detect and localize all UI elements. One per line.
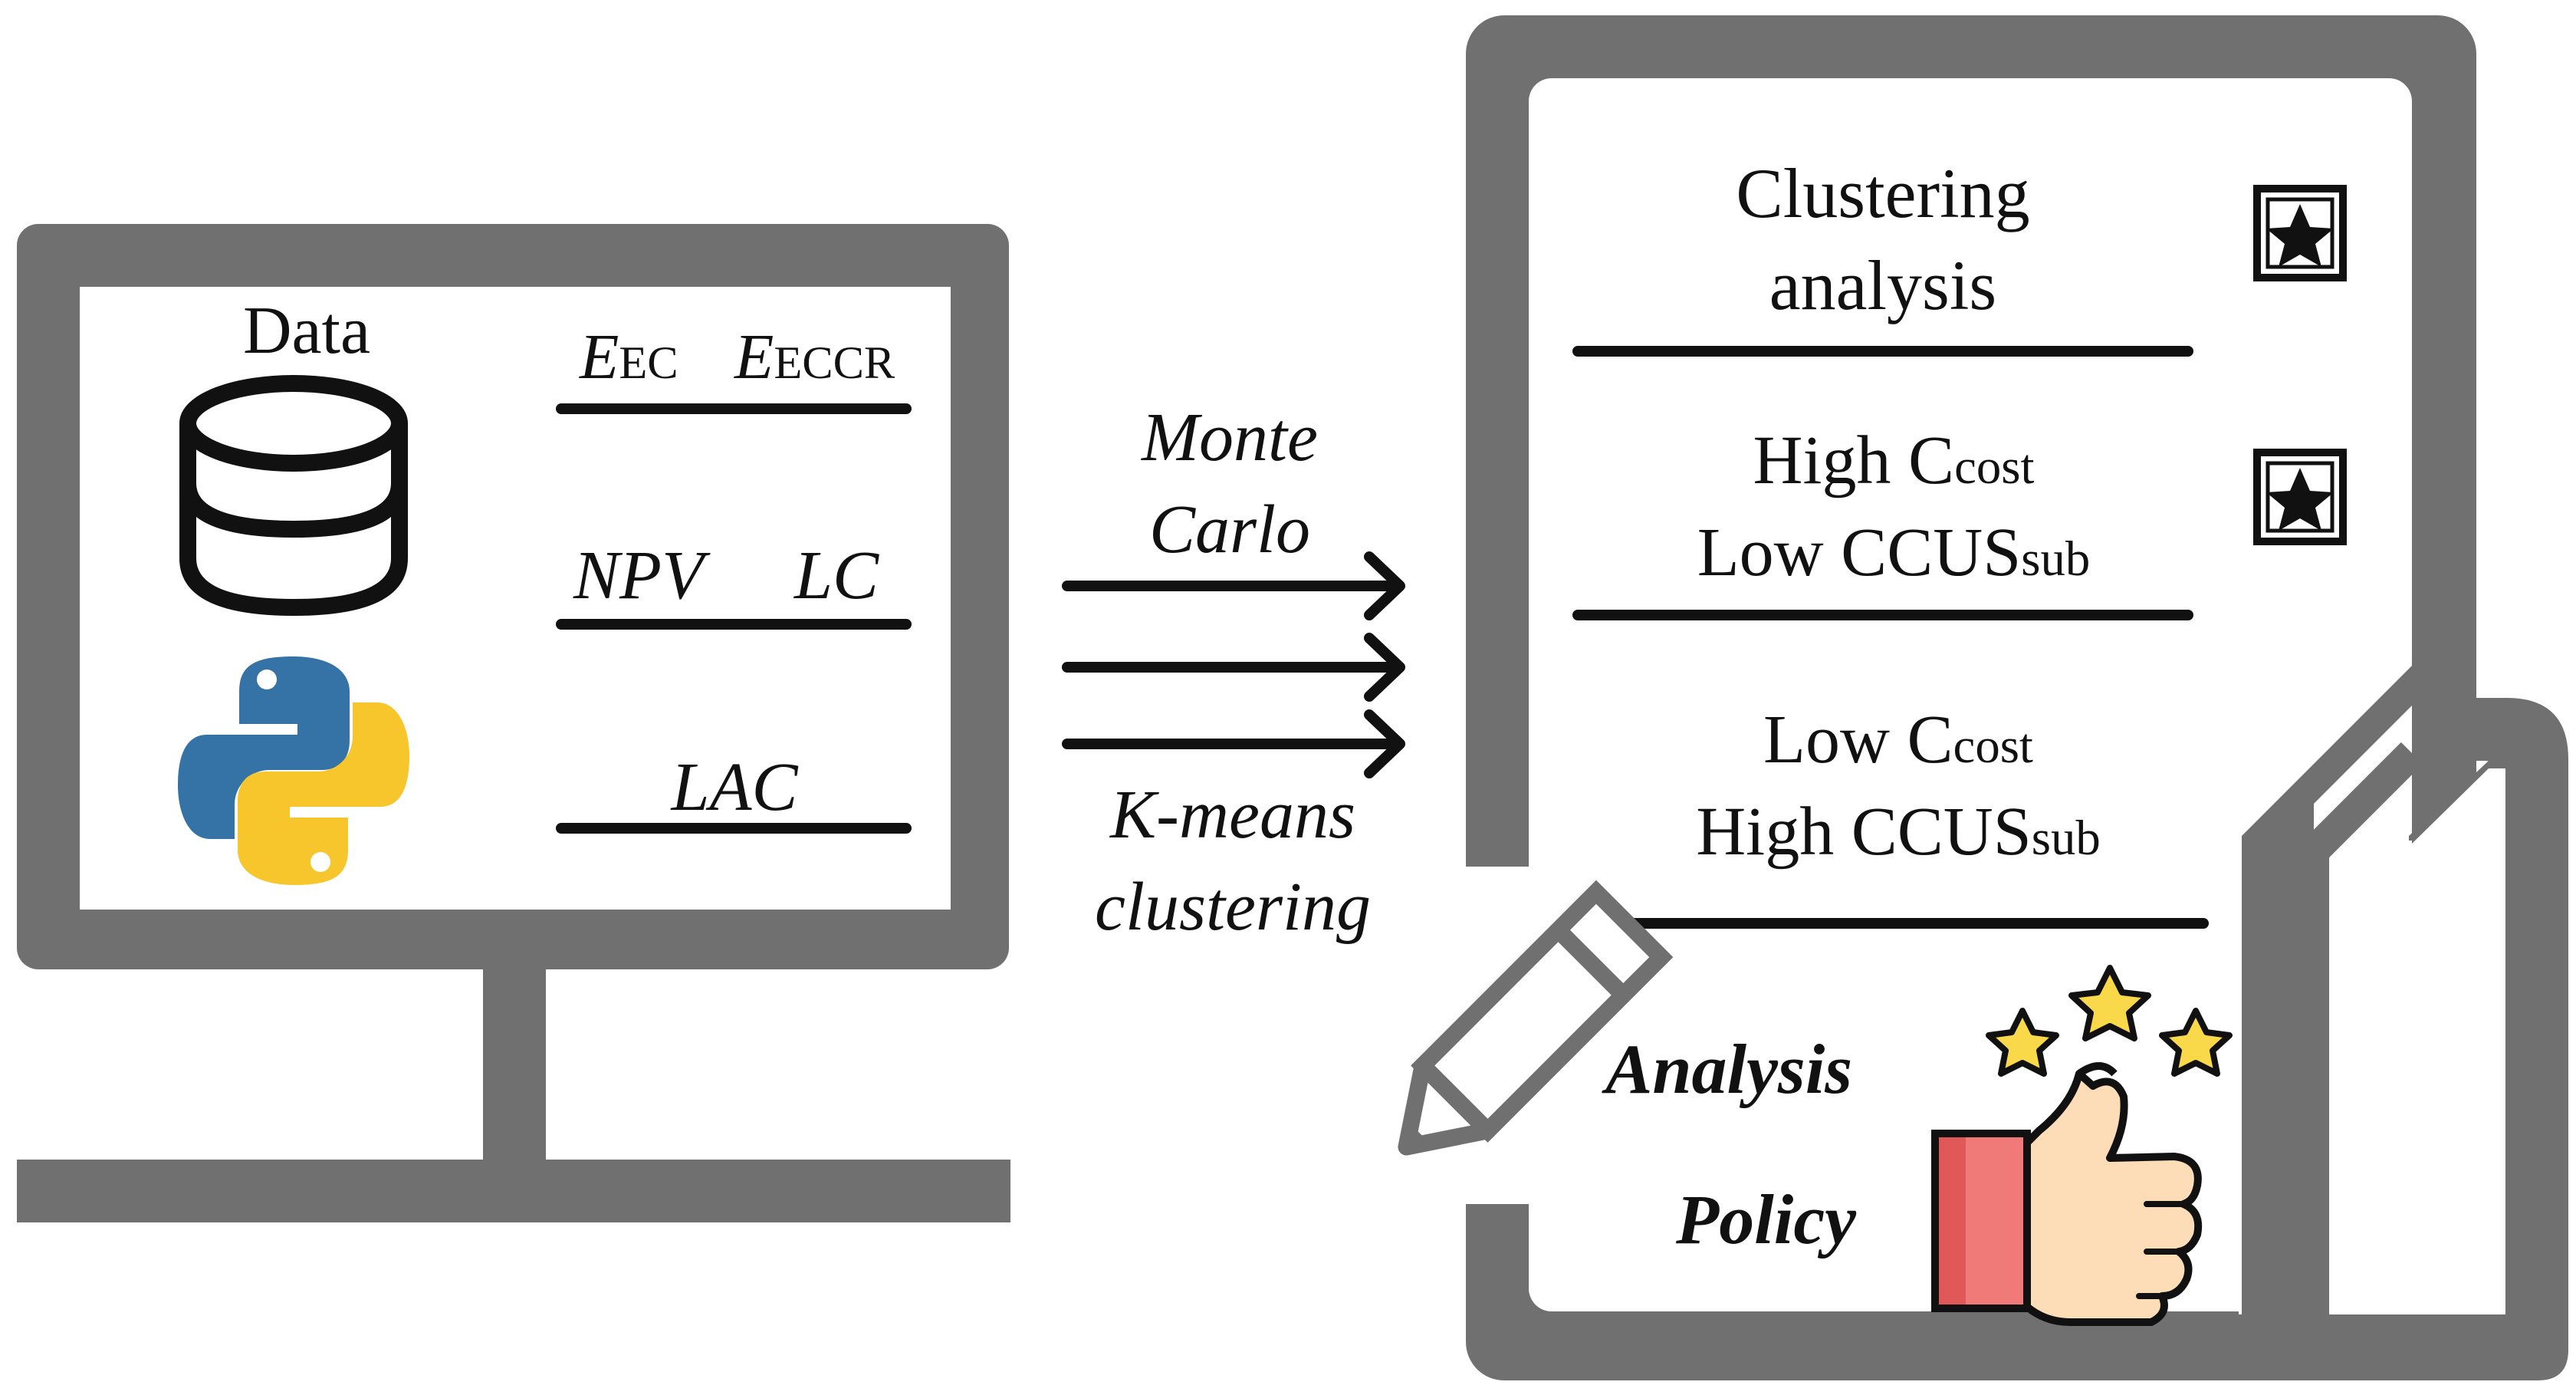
star-box-icon [2253,449,2347,545]
section-high-ccussub: High CCUSsub [1696,798,2101,867]
section-low-ccussub-main: Low CCUS [1697,515,2022,591]
monitor-stand [17,1160,1010,1222]
database-icon [179,375,408,616]
section-clustering-line2: analysis [1769,246,1997,324]
section-high-ccost-sub: cost [1954,439,2035,495]
section-low-ccussub: Low CCUSsub [1697,518,2091,587]
metric-lc: LC [794,538,879,614]
metric-eec-main: E [580,321,619,393]
section-clustering-line1: Clustering [1736,154,2030,232]
section-high-ccost: High Ccost [1753,426,2035,495]
rating-star-icon [1986,965,2233,1077]
metric-eec-sub: EC [619,337,678,389]
pencil-icon [1398,880,1674,1156]
metric-eeccr: EECCR [734,325,895,390]
arrow-2 [1062,633,1405,702]
method-clustering: clustering [1095,869,1371,945]
label-analysis: Analysis [1605,1030,1853,1108]
metric-lac: LAC [671,749,798,825]
data-title: Data [242,294,371,368]
metric-eec: EEC [580,325,678,390]
section-high-ccussub-sub: sub [2031,811,2101,866]
section-high-ccussub-main: High CCUS [1696,794,2032,870]
section-low-ccost-sub: cost [1953,719,2033,774]
metric-eeccr-main: E [734,321,774,393]
arrow-3 [1062,709,1405,778]
section-low-ccost: Low Ccost [1763,706,2033,775]
arrows [1062,551,1405,778]
arrow-1 [1062,551,1405,620]
section-low-ccussub-sub: sub [2021,531,2091,587]
monitor-neck [483,969,546,1160]
section-high-ccost-main: High C [1753,423,1955,498]
section-low-ccost-main: Low C [1763,702,1953,778]
method-monte: Monte [1142,400,1318,475]
thumbs-up-icon [1931,1062,2203,1326]
label-policy: Policy [1676,1180,1856,1258]
method-carlo: Carlo [1148,492,1311,568]
star-box-icon [2253,185,2347,281]
python-icon [178,656,409,885]
method-kmeans: K-means [1110,777,1355,853]
metric-eeccr-sub: ECCR [774,337,895,389]
metric-npv: NPV [573,538,704,614]
